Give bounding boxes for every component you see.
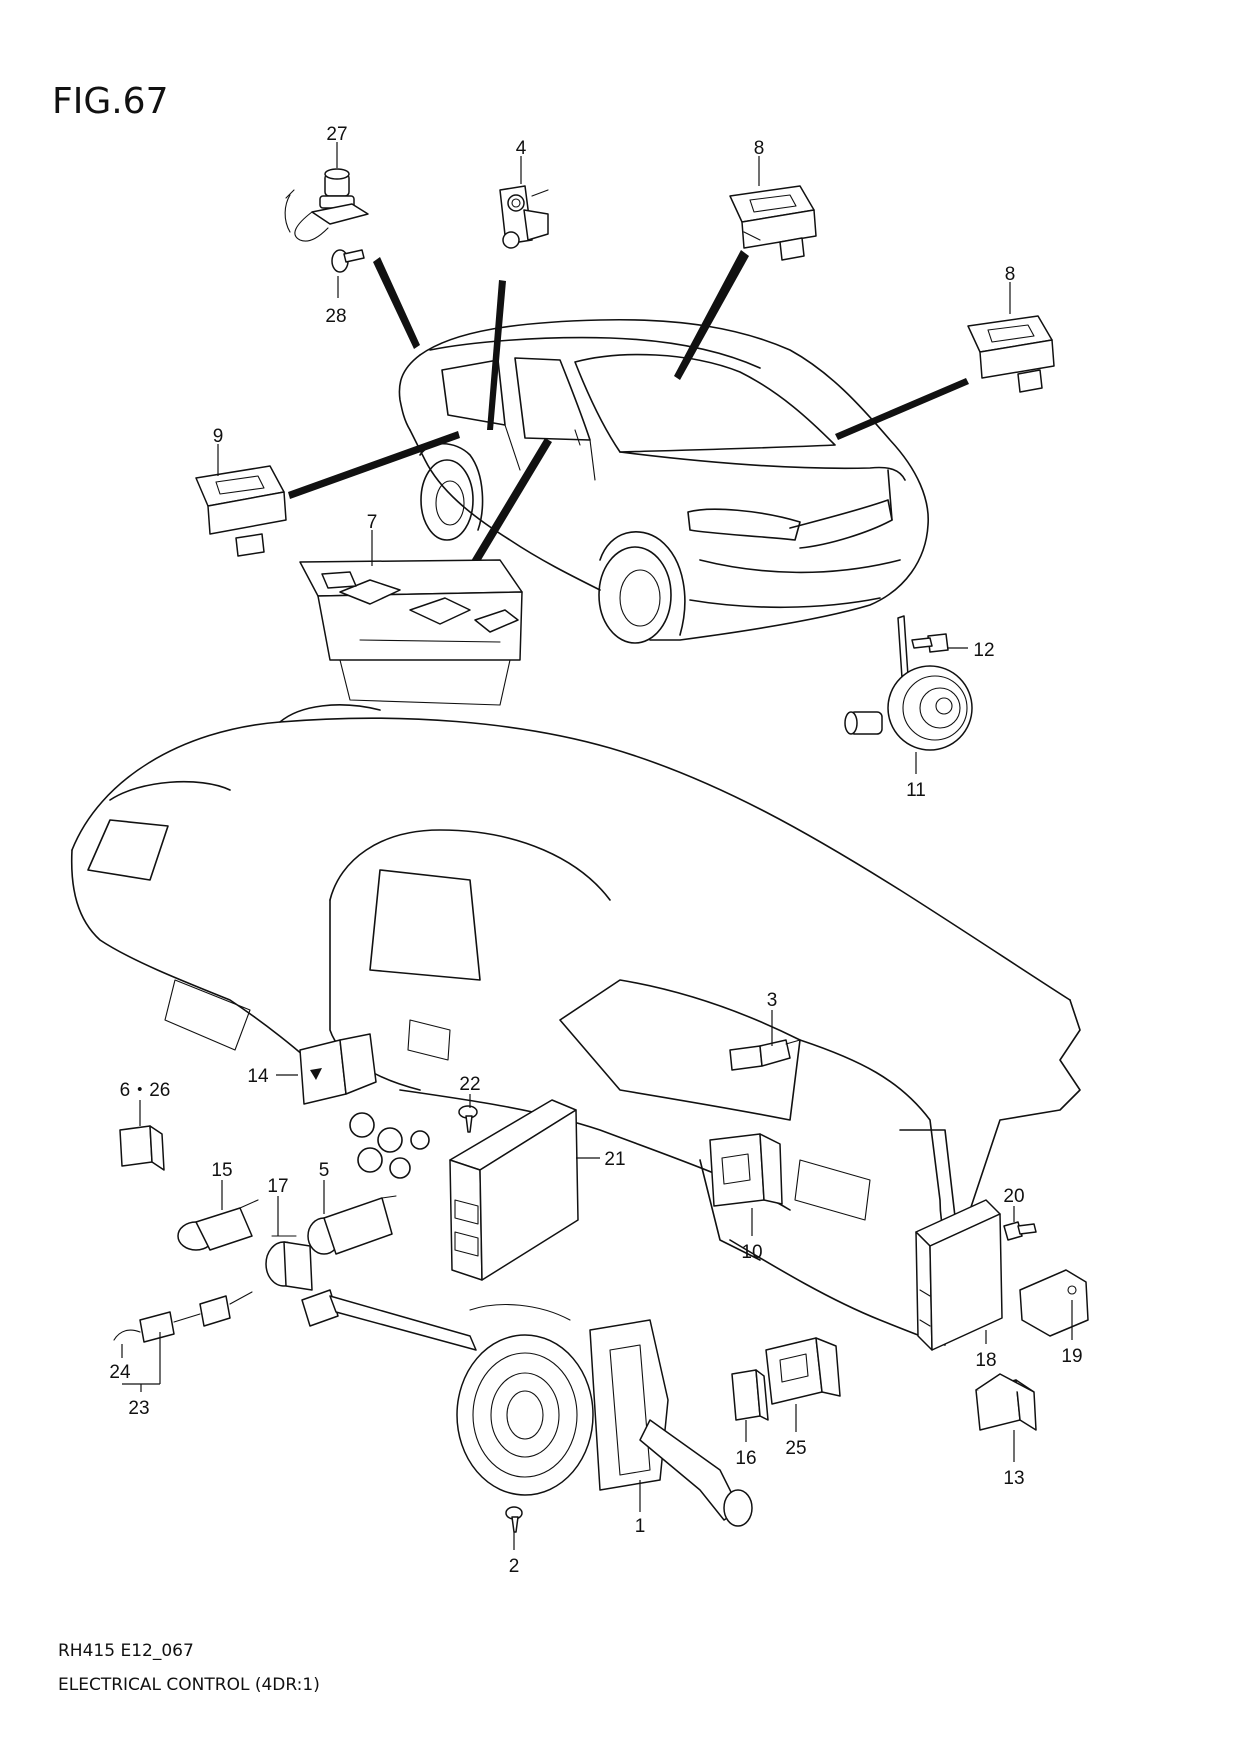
part-5-switch xyxy=(307,1195,397,1255)
callout-18: 18 xyxy=(975,1350,996,1371)
part-21-control-module xyxy=(449,1099,579,1281)
callout-12: 12 xyxy=(973,640,994,661)
figure-code: RH415 E12_067 xyxy=(58,1641,194,1661)
part-19-bracket xyxy=(1019,1269,1089,1337)
part-18-module xyxy=(915,1199,1003,1351)
callout-20: 20 xyxy=(1003,1186,1024,1207)
callout-13: 13 xyxy=(1003,1468,1024,1489)
callout-19: 19 xyxy=(1061,1346,1082,1367)
part-24-23-harness xyxy=(113,1291,253,1343)
part-4-switch xyxy=(499,185,549,249)
callout-27: 27 xyxy=(326,124,347,145)
callout-23: 23 xyxy=(128,1398,149,1419)
callout-2: 2 xyxy=(509,1556,520,1577)
part-10-switch xyxy=(709,1133,783,1207)
callout-15: 15 xyxy=(211,1160,232,1181)
callout-10: 10 xyxy=(741,1242,762,1263)
part-16-switch xyxy=(731,1369,769,1421)
callout-11: 11 xyxy=(906,780,926,801)
callout-1: 1 xyxy=(635,1516,646,1537)
callout-4: 4 xyxy=(516,138,527,159)
callout-8: 8 xyxy=(1005,264,1016,285)
callout-9: 9 xyxy=(213,426,224,447)
callout-16: 16 xyxy=(735,1448,756,1469)
part-17-switch xyxy=(265,1235,313,1291)
callout-6-26: 6・26 xyxy=(120,1080,171,1101)
callout-3: 3 xyxy=(767,990,778,1011)
part-25-switch xyxy=(765,1337,841,1405)
car-pointer-lines xyxy=(288,250,969,595)
part-13-relay xyxy=(975,1373,1037,1431)
part-27-door-switch xyxy=(284,168,369,242)
callout-7: 7 xyxy=(367,512,378,533)
callout-17: 17 xyxy=(267,1176,288,1197)
part-11-horn xyxy=(844,615,973,751)
part-9-window-switch xyxy=(195,465,287,557)
part-2-screw xyxy=(505,1506,523,1533)
part-12-bolt xyxy=(911,633,949,653)
figure-title: FIG.67 xyxy=(52,81,168,122)
part-15-switch xyxy=(177,1199,259,1251)
dashboard-outline xyxy=(70,704,1081,1346)
part-28-screw xyxy=(331,249,365,273)
part-7-main-window-switch xyxy=(299,559,523,706)
callout-25: 25 xyxy=(785,1438,806,1459)
callout-14: 14 xyxy=(247,1066,269,1087)
leader-lines xyxy=(121,142,1073,1550)
callout-22: 22 xyxy=(459,1074,480,1095)
car-outline xyxy=(398,318,929,644)
part-8-window-switch-upper xyxy=(729,185,817,261)
part-8-window-switch-right xyxy=(967,315,1055,393)
part-1-combination-switch xyxy=(301,1289,753,1527)
part-22-screw xyxy=(458,1105,478,1133)
callout-24: 24 xyxy=(109,1362,131,1383)
callout-labels: 27 4 8 8 28 9 7 12 11 3 14 22 6・26 21 15… xyxy=(109,124,1082,1577)
callout-8: 8 xyxy=(754,138,765,159)
part-3-sensor xyxy=(729,1039,801,1071)
figure-caption: ELECTRICAL CONTROL (4DR:1) xyxy=(58,1675,320,1695)
callout-21: 21 xyxy=(604,1149,625,1170)
part-14-switch xyxy=(299,1033,377,1105)
callout-28: 28 xyxy=(325,306,346,327)
part-6-26-relay xyxy=(119,1125,165,1171)
callout-5: 5 xyxy=(319,1160,330,1181)
part-20-bolt xyxy=(1003,1221,1037,1241)
